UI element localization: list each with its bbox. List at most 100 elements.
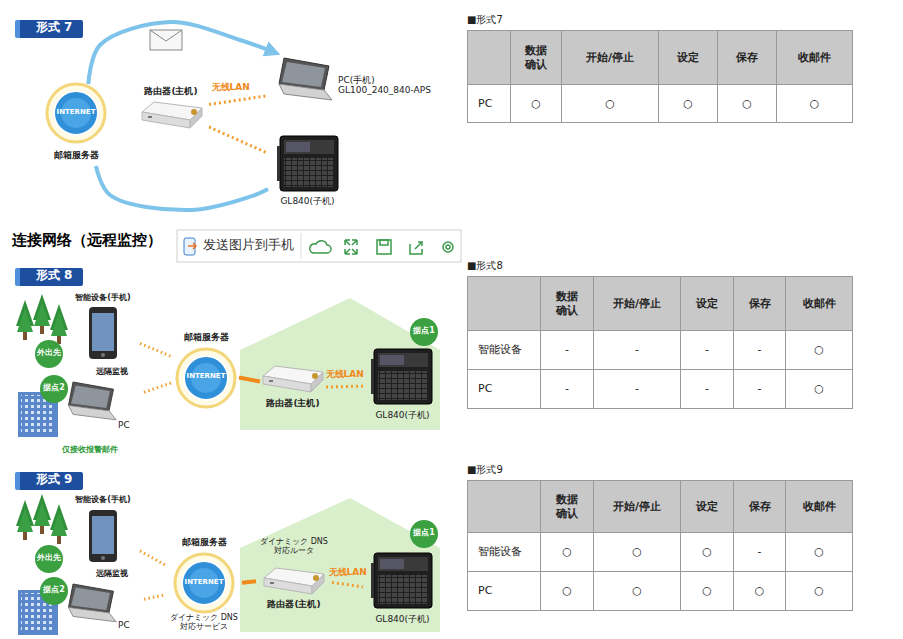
tree — [33, 294, 51, 334]
link-label: 无线LAN — [327, 568, 369, 578]
router: 路由器(主机) — [262, 362, 324, 414]
site-marker: 据点1 — [410, 520, 438, 548]
phone-icon — [89, 510, 117, 562]
table-cell: - — [680, 330, 734, 370]
table-text: ○ — [632, 545, 642, 558]
art-shape — [380, 240, 388, 245]
form-badge: 形式 9 — [15, 472, 83, 490]
table-text: 收邮件 — [803, 500, 836, 513]
table-cell: 保存 — [733, 480, 786, 533]
node-label: 邮箱服务器 — [175, 332, 237, 342]
router-icon — [263, 366, 323, 392]
data-logger: GL840(子机) — [270, 132, 345, 210]
node-label: PC — [118, 620, 142, 630]
table-text: - — [635, 382, 639, 395]
table-text: 开始/停止 — [613, 297, 661, 310]
table-cell: 收邮件 — [785, 276, 853, 331]
node-label: 形式 8 — [20, 269, 88, 283]
art-shape — [377, 240, 391, 254]
table-text: ○ — [814, 545, 824, 558]
table-text: ○ — [814, 382, 824, 395]
section-heading: 连接网络（远程监控） — [12, 232, 162, 249]
network-link — [140, 551, 166, 566]
router: 路由器(主机) — [135, 86, 207, 134]
node-label: 据点2 — [40, 383, 68, 392]
table-cell: 数据确认 — [540, 276, 594, 331]
table-text: 开始/停止 — [613, 500, 661, 513]
network-link — [242, 581, 256, 583]
note: 远隔监视 — [96, 367, 128, 376]
table-text: 收邮件 — [798, 51, 831, 64]
table-text: ○ — [702, 545, 712, 558]
table-cell: ○ — [785, 330, 853, 370]
table-text: 保存 — [736, 51, 758, 64]
network-link — [209, 96, 268, 105]
table-cell: ○ — [540, 571, 594, 611]
table-cell: ○ — [680, 571, 734, 611]
table-text: PC — [478, 97, 492, 110]
data-logger: GL840(子机) — [365, 550, 440, 635]
node-label: 智能设备(手机) — [68, 293, 138, 302]
table-text: - — [565, 343, 569, 356]
table-text: 数据确认 — [524, 44, 547, 70]
table-cell: PC — [467, 369, 541, 409]
mail-server: 邮箱服务器INTERNETダイナミック DNS対応サービス — [168, 537, 240, 637]
table-cell: ○ — [733, 571, 786, 611]
table-text: ○ — [683, 97, 693, 110]
network-link — [239, 377, 260, 381]
node-label: GL840(子机) — [270, 196, 345, 206]
table-text: - — [705, 343, 709, 356]
table-text: - — [565, 382, 569, 395]
logger-icon — [371, 553, 432, 608]
tree — [50, 504, 68, 544]
node-label: PC(手机) GL100_240_840-APS — [338, 75, 443, 96]
table-text: 收邮件 — [803, 297, 836, 310]
table-text: - — [705, 382, 709, 395]
network-link — [326, 386, 363, 387]
node-label: PC — [118, 420, 142, 430]
site-house — [240, 298, 440, 430]
art-shape — [443, 242, 453, 252]
table-cell: 开始/停止 — [593, 480, 681, 533]
table-cell: ○ — [785, 571, 853, 611]
table-cell: 保存 — [717, 30, 777, 85]
toolbar-icon — [188, 243, 196, 249]
table-cell: ○ — [680, 532, 734, 572]
table-title: ■形式9 — [467, 464, 503, 476]
node-label: 智能设备(手机) — [68, 495, 138, 504]
table-cell: 开始/停止 — [593, 276, 681, 331]
data-logger: GL840(子机) — [365, 346, 440, 424]
router-icon — [264, 568, 324, 594]
laptop-icon — [69, 584, 117, 622]
envelope-icon — [150, 30, 182, 50]
tree — [16, 300, 34, 340]
site-marker: 据点2 — [40, 577, 68, 605]
table-cell: ○ — [785, 369, 853, 409]
table-cell: 设定 — [658, 30, 718, 85]
smart-device: 智能设备(手机) — [68, 495, 138, 565]
laptop-icon — [69, 382, 117, 420]
node-label: 路由器(主机) — [135, 86, 207, 96]
tree — [33, 494, 51, 534]
network-link — [140, 343, 173, 357]
logger-icon — [277, 136, 338, 191]
art-shape — [446, 245, 450, 249]
node-label: ダイナミック DNS対応サービス — [168, 613, 240, 631]
table-text: ○ — [605, 97, 615, 110]
table-cell: - — [733, 369, 786, 409]
table-cell: - — [733, 532, 786, 572]
table-cell: PC — [467, 84, 511, 123]
node-label: 路由器(主机) — [258, 599, 330, 609]
table-cell: ○ — [717, 84, 777, 123]
table-text: 智能设备 — [478, 343, 522, 356]
table-title: ■形式7 — [467, 14, 503, 26]
table-cell: 保存 — [733, 276, 786, 331]
art-shape — [410, 242, 422, 254]
network-link — [209, 127, 268, 153]
logger-icon — [371, 349, 432, 404]
node-label: 据点1 — [410, 326, 438, 335]
router: ダイナミック DNS対応ルータ路由器(主机) — [258, 537, 330, 617]
form-badge: 形式 8 — [15, 268, 83, 286]
toolbar — [177, 230, 461, 262]
art-shape — [310, 241, 331, 253]
